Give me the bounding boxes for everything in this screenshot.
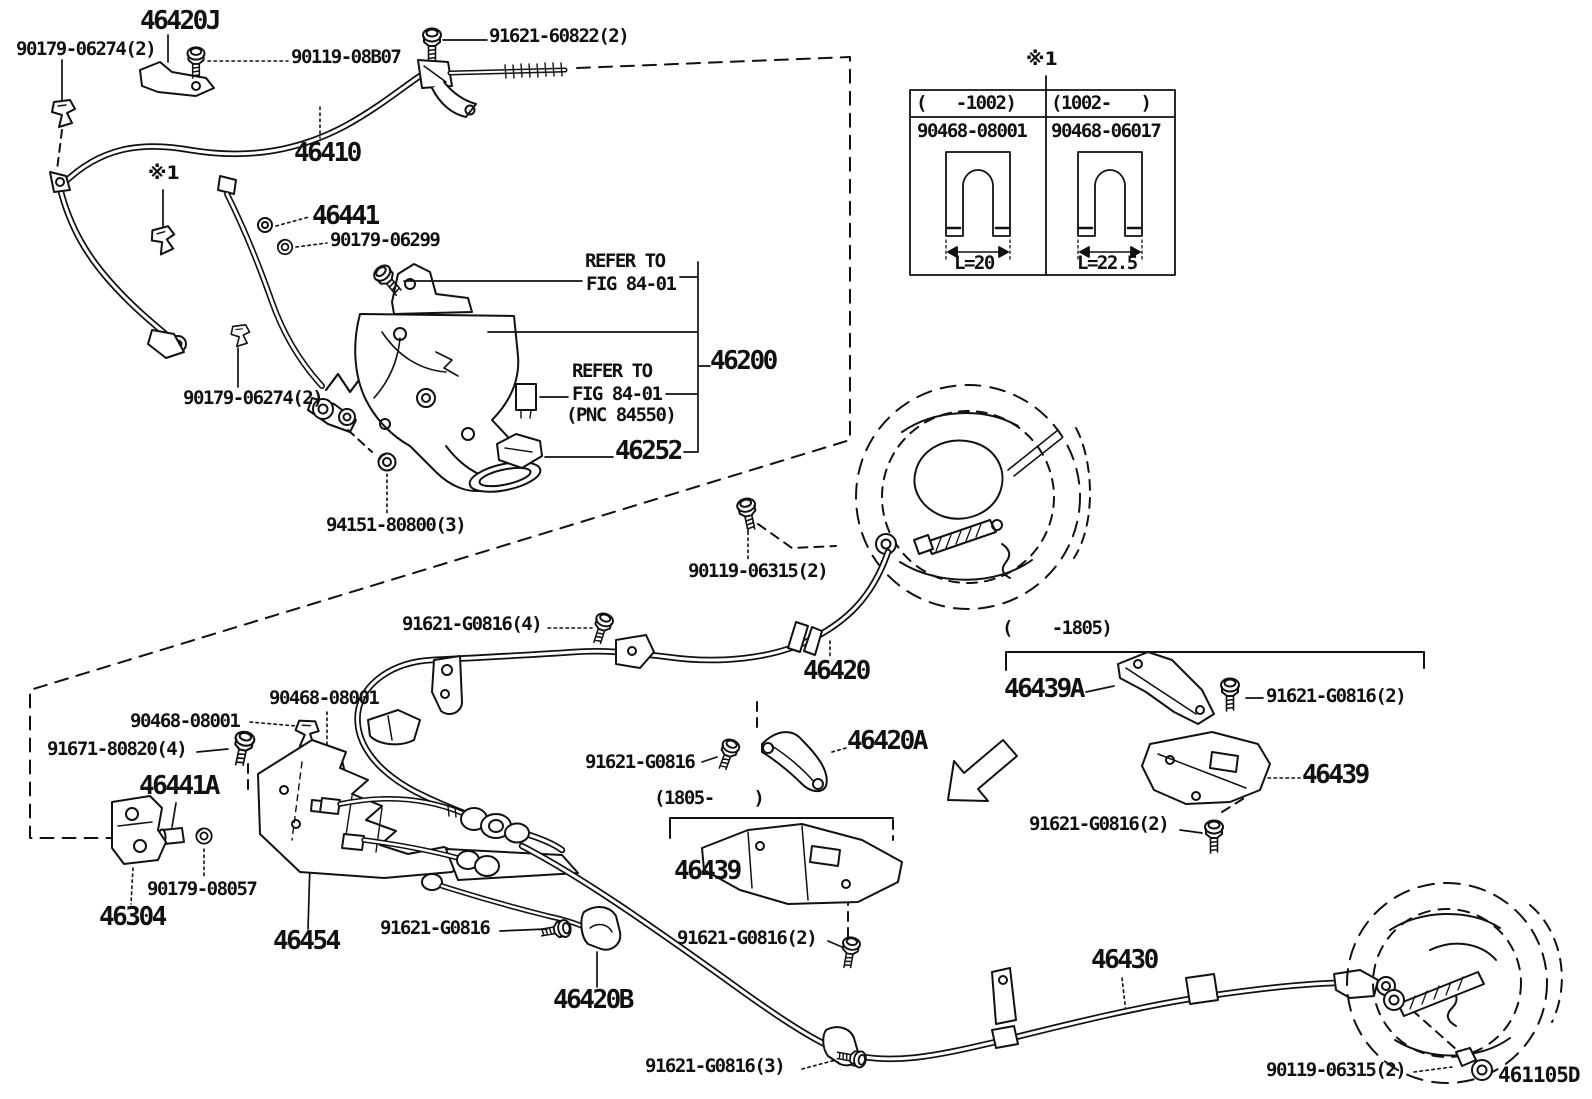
part-label-91621-60822: 91621-60822(2) xyxy=(489,25,630,47)
part-label-46410: 46410 xyxy=(294,138,362,168)
refer-bracket-lines xyxy=(403,261,711,458)
part-label-46304: 46304 xyxy=(99,902,167,932)
part-label-46439A: 46439A xyxy=(1004,674,1085,704)
refer-note-2-line2: FIG 84-01 xyxy=(572,383,663,405)
cabin-zone-dashed-boundary xyxy=(29,56,851,839)
table-col1-part: 90468-08001 xyxy=(917,120,1028,142)
table-col1-dim: L=20 xyxy=(954,252,995,274)
top-left-fasteners xyxy=(51,27,762,534)
part-label-90468-08001-left: 90468-08001 xyxy=(130,710,241,732)
diagram-code: 461105D xyxy=(1498,1063,1581,1087)
part-label-46454: 46454 xyxy=(273,926,341,956)
table-col1-range: ( -1002) xyxy=(916,92,1017,114)
part-label-46420B: 46420B xyxy=(553,985,634,1015)
part-label-91621-G0816-3: 91621-G0816(3) xyxy=(645,1055,786,1077)
refer-note-1-line1: REFER TO xyxy=(585,250,666,272)
part-label-46252: 46252 xyxy=(615,436,683,466)
part-label-46200: 46200 xyxy=(710,346,778,376)
rear-left-cable-46420-drawing xyxy=(354,548,892,854)
part-label-46420A: 46420A xyxy=(847,726,928,756)
cover-46439-center-drawing xyxy=(701,823,903,971)
shield-46454-drawing xyxy=(257,739,579,881)
part-label-90119-06315-b: 90119-06315(2) xyxy=(1266,1059,1407,1081)
part-label-46439-center: 46439 xyxy=(674,856,742,886)
part-label-91621-G0816-2b: 91621-G0816(2) xyxy=(1029,813,1170,835)
part-label-91621-G0816-2c: 91621-G0816(2) xyxy=(677,927,818,949)
part-label-91621-G0816-mid: 91621-G0816 xyxy=(585,751,696,773)
range-label-pre1805: ( -1805) xyxy=(1002,617,1113,639)
refer-note-1-line2: FIG 84-01 xyxy=(586,273,677,295)
part-label-91621-G0816-low: 91621-G0816 xyxy=(380,917,491,939)
part-label-46441A: 46441A xyxy=(139,771,220,801)
table-col2-range: (1002- ) xyxy=(1051,92,1152,114)
cable-adjuster-drawing xyxy=(310,796,585,929)
guide-46420A-drawing xyxy=(713,731,828,792)
part-label-46420: 46420 xyxy=(803,656,871,686)
lower-drum-brake-drawing xyxy=(1346,882,1563,1084)
leader-lines xyxy=(130,60,1453,1073)
refer-note-2-line1: REFER TO xyxy=(572,360,653,382)
part-label-90119-06315-a: 90119-06315(2) xyxy=(688,560,829,582)
upper-drum-brake-drawing xyxy=(855,384,1091,610)
table-note-mark: ※1 xyxy=(1026,48,1058,70)
part-label-46441: 46441 xyxy=(312,201,380,231)
table-col2-part: 90468-06017 xyxy=(1051,120,1162,142)
part-label-94151-80800: 94151-80800(3) xyxy=(326,514,467,536)
part-label-46420J: 46420J xyxy=(140,6,221,36)
part-label-91671-80820: 91671-80820(4) xyxy=(47,738,188,760)
bracket-46304-drawing xyxy=(111,795,167,865)
range-label-post1805: (1805- ) xyxy=(654,787,765,809)
part-label-90468-08001-top: 90468-08001 xyxy=(269,687,380,709)
solid-leaders xyxy=(171,685,1264,988)
dashed-leaders xyxy=(247,523,1467,1059)
part-label-90119-08B07: 90119-08B07 xyxy=(291,46,402,68)
part-label-91621-G0816-4: 91621-G0816(4) xyxy=(402,613,543,635)
note-mark-1-a: ※1 xyxy=(148,162,180,184)
clip-variant-table-frame xyxy=(909,75,1176,276)
part-label-46430: 46430 xyxy=(1091,945,1159,975)
refer-note-2-line3: (PNC 84550) xyxy=(566,404,677,426)
part-label-46439-right: 46439 xyxy=(1302,760,1370,790)
pedal-assembly-drawing xyxy=(307,261,543,493)
part-label-90179-06274-b: 90179-06274(2) xyxy=(183,387,324,409)
front-cable-46410-drawing xyxy=(49,59,568,359)
table-col2-dim: L=22.5 xyxy=(1077,252,1138,274)
clamp-46420B-drawing xyxy=(537,906,622,951)
part-label-91621-G0816-2a: 91621-G0816(2) xyxy=(1266,685,1407,707)
rear-right-cable-46430-drawing xyxy=(518,842,1396,1070)
right-group-pre1805-drawing xyxy=(1117,651,1271,854)
part-label-90179-06274-a: 90179-06274(2) xyxy=(16,38,157,60)
part-label-90179-08057: 90179-08057 xyxy=(147,878,258,900)
part-label-90179-06299: 90179-06299 xyxy=(330,229,441,251)
range-brackets xyxy=(669,651,1425,839)
direction-arrow-icon xyxy=(947,739,1018,802)
